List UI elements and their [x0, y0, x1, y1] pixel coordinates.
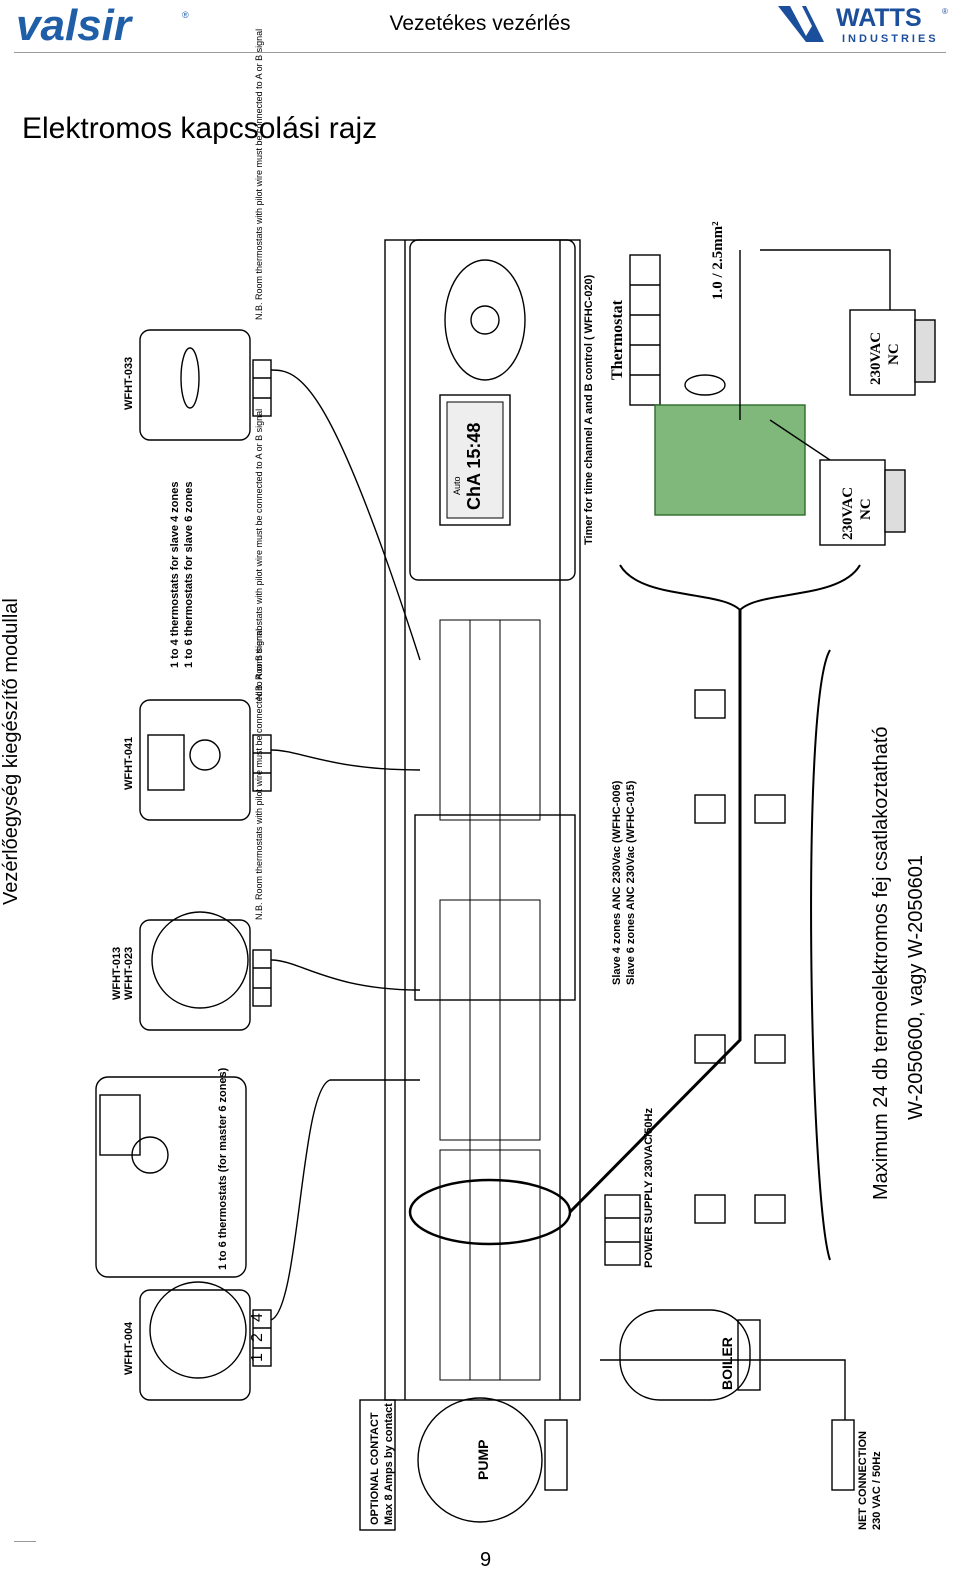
boiler-label: BOILER: [719, 1337, 735, 1390]
nb-note-2: N.B. Room thermostats with pilot wire mu…: [254, 409, 264, 700]
svg-text:WATTS: WATTS: [836, 4, 922, 32]
model-wfht-033: WFHT-033: [123, 357, 135, 410]
watts-logo: WATTS INDUSTRIES ®: [778, 4, 948, 45]
nb-note-3: N.B. Room thermostats with pilot wire mu…: [254, 29, 264, 320]
page-title: Elektromos kapcsolási rajz: [22, 112, 378, 145]
actuator-label-1a: 230VAC: [840, 487, 856, 540]
actuator-label-2a: NC: [858, 498, 874, 520]
valsir-logo: valsir ®: [16, 4, 189, 48]
header-title: Vezetékes vezérlés: [389, 12, 571, 35]
pump-label: PUMP: [475, 1440, 491, 1480]
footer-mark: [14, 1541, 36, 1542]
nb-note-1: N.B. Room thermostats with pilot wire mu…: [254, 629, 264, 920]
thermostat-block-title: Thermostat: [609, 299, 626, 380]
power-supply-label: POWER SUPPLY 230VAC/50Hz: [643, 1108, 655, 1268]
header-divider: [14, 52, 946, 53]
label-slave-1: 1 to 4 thermostats for slave 4 zones: [169, 482, 181, 668]
svg-text:valsir: valsir: [16, 4, 134, 48]
thermostat-wfht-041: [139, 699, 272, 821]
model-wfht-041: WFHT-041: [123, 737, 135, 790]
timer-label: Timer for time channel A and B control (…: [583, 274, 595, 545]
thermostat-wfht-master: [95, 1076, 247, 1278]
terminal-1: 1: [249, 1353, 266, 1362]
svg-text:®: ®: [942, 7, 948, 16]
label-master: 1 to 6 thermostats (for master 6 zones): [217, 1067, 229, 1270]
net-connection-2: 230 VAC / 50Hz: [871, 1451, 883, 1530]
svg-text:®: ®: [182, 10, 189, 20]
model-wfht-004: WFHT-004: [123, 1321, 135, 1375]
svg-text:INDUSTRIES: INDUSTRIES: [842, 33, 939, 45]
page-number: 9: [480, 1549, 492, 1571]
page-header: valsir ® Vezetékes vezérlés WATTS INDUST…: [0, 0, 960, 52]
terminal-2: 2: [249, 1333, 266, 1342]
slave-label-1: Slave 4 zones ANC 230Vac (WFHC-006): [611, 780, 623, 985]
optional-contact-2: Max 8 Amps by contact: [383, 1403, 395, 1525]
thermostat-wfht-033: [139, 329, 272, 441]
actuator-group: [694, 689, 786, 1224]
thermostat-wfht-013: [139, 911, 272, 1031]
wire-size: 1.0 / 2.5mm²: [710, 221, 726, 300]
display-mode: Auto: [452, 476, 462, 495]
model-wfht-013: WFHT-013: [111, 947, 123, 1000]
actuator-label-2b: NC: [886, 343, 902, 365]
optional-contact-1: OPTIONAL CONTACT: [369, 1412, 381, 1525]
actuator-label-1b: 230VAC: [868, 332, 884, 385]
display-text: ChA 15:48: [464, 423, 484, 510]
thermostat-wfht-004: [139, 1281, 272, 1401]
terminal-4: 4: [249, 1313, 266, 1322]
model-wfht-023: WFHT-023: [123, 947, 135, 1000]
net-connection-1: NET CONNECTION: [857, 1431, 869, 1530]
slave-label-2: Slave 6 zones ANC 230Vac (WFHC-015): [625, 780, 637, 985]
label-slave-2: 1 to 6 thermostats for slave 6 zones: [183, 482, 195, 668]
